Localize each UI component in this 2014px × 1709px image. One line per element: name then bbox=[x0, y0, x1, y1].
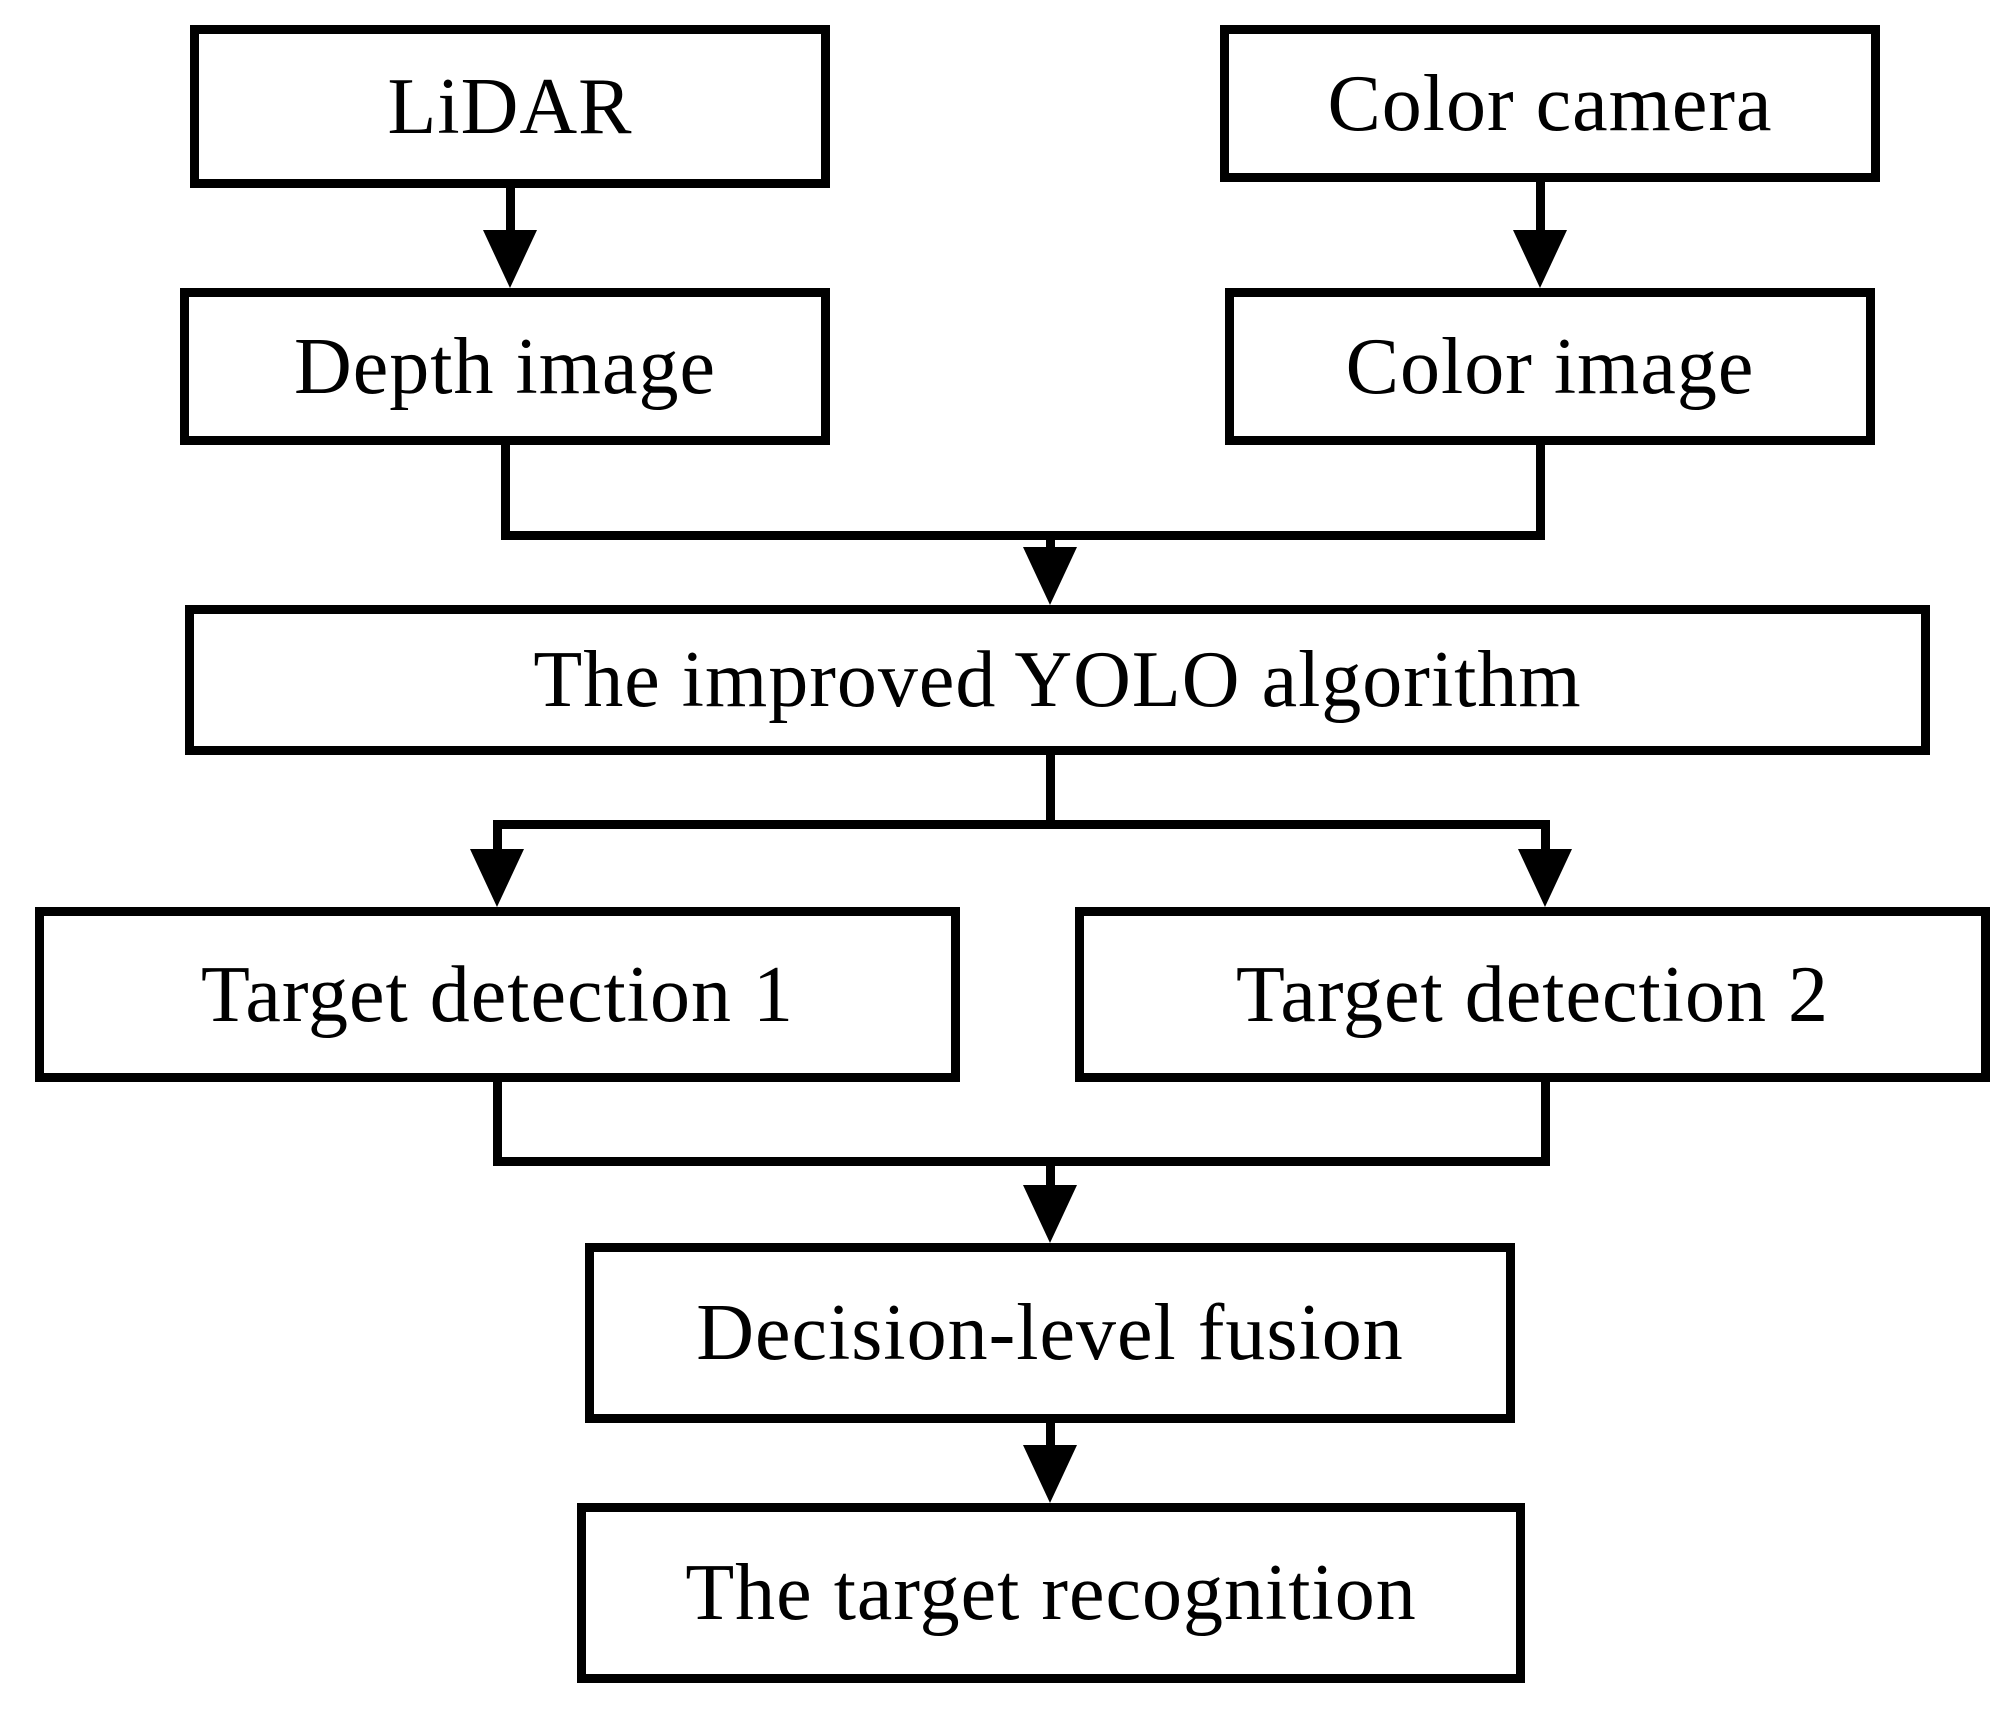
connector-detection1-merge-stub bbox=[493, 1082, 502, 1166]
connector-depth-merge-stub bbox=[501, 445, 510, 540]
node-decision-level-fusion-label: Decision-level fusion bbox=[696, 1289, 1404, 1377]
connector-merge-to-yolo-stem bbox=[1046, 531, 1055, 553]
arrow-down-icon bbox=[1023, 1185, 1077, 1243]
node-target-detection-2: Target detection 2 bbox=[1075, 907, 1990, 1082]
node-depth-image: Depth image bbox=[180, 288, 830, 445]
node-improved-yolo-algorithm-label: The improved YOLO algorithm bbox=[533, 636, 1582, 724]
connector-yolo-split-stem bbox=[1046, 755, 1055, 829]
connector-split-to-detection1-stub bbox=[493, 820, 502, 855]
connector-yolo-split-hline bbox=[493, 820, 1550, 829]
connector-merge-to-fusion-hline bbox=[493, 1157, 1550, 1166]
node-lidar: LiDAR bbox=[190, 25, 830, 188]
node-color-camera-label: Color camera bbox=[1327, 59, 1773, 148]
node-target-detection-1-label: Target detection 1 bbox=[201, 950, 794, 1039]
node-target-detection-2-label: Target detection 2 bbox=[1236, 950, 1829, 1039]
arrow-down-icon bbox=[483, 230, 537, 288]
node-color-image: Color image bbox=[1225, 288, 1875, 445]
arrow-down-icon bbox=[1023, 1445, 1077, 1503]
connector-lidar-depth-stem bbox=[506, 188, 515, 234]
connector-merge-to-fusion-stem bbox=[1046, 1157, 1055, 1191]
node-lidar-label: LiDAR bbox=[387, 62, 633, 151]
connector-fusion-recognition-stem bbox=[1046, 1423, 1055, 1451]
arrow-down-icon bbox=[1513, 230, 1567, 288]
node-color-camera: Color camera bbox=[1220, 25, 1880, 182]
node-target-recognition: The target recognition bbox=[577, 1503, 1525, 1683]
arrow-down-icon bbox=[1518, 849, 1572, 907]
node-target-detection-1: Target detection 1 bbox=[35, 907, 960, 1082]
node-improved-yolo-algorithm: The improved YOLO algorithm bbox=[185, 605, 1930, 755]
connector-camera-colorimage-stem bbox=[1536, 182, 1545, 234]
node-depth-image-label: Depth image bbox=[294, 322, 716, 411]
connector-split-to-detection2-stub bbox=[1541, 820, 1550, 855]
connector-colorimage-merge-stub bbox=[1536, 445, 1545, 540]
arrow-down-icon bbox=[470, 849, 524, 907]
node-target-recognition-label: The target recognition bbox=[685, 1549, 1417, 1637]
node-color-image-label: Color image bbox=[1345, 322, 1755, 411]
connector-detection2-merge-stub bbox=[1541, 1082, 1550, 1166]
arrow-down-icon bbox=[1023, 547, 1077, 605]
node-decision-level-fusion: Decision-level fusion bbox=[585, 1243, 1515, 1423]
connector-merge-to-yolo-hline bbox=[501, 531, 1545, 540]
